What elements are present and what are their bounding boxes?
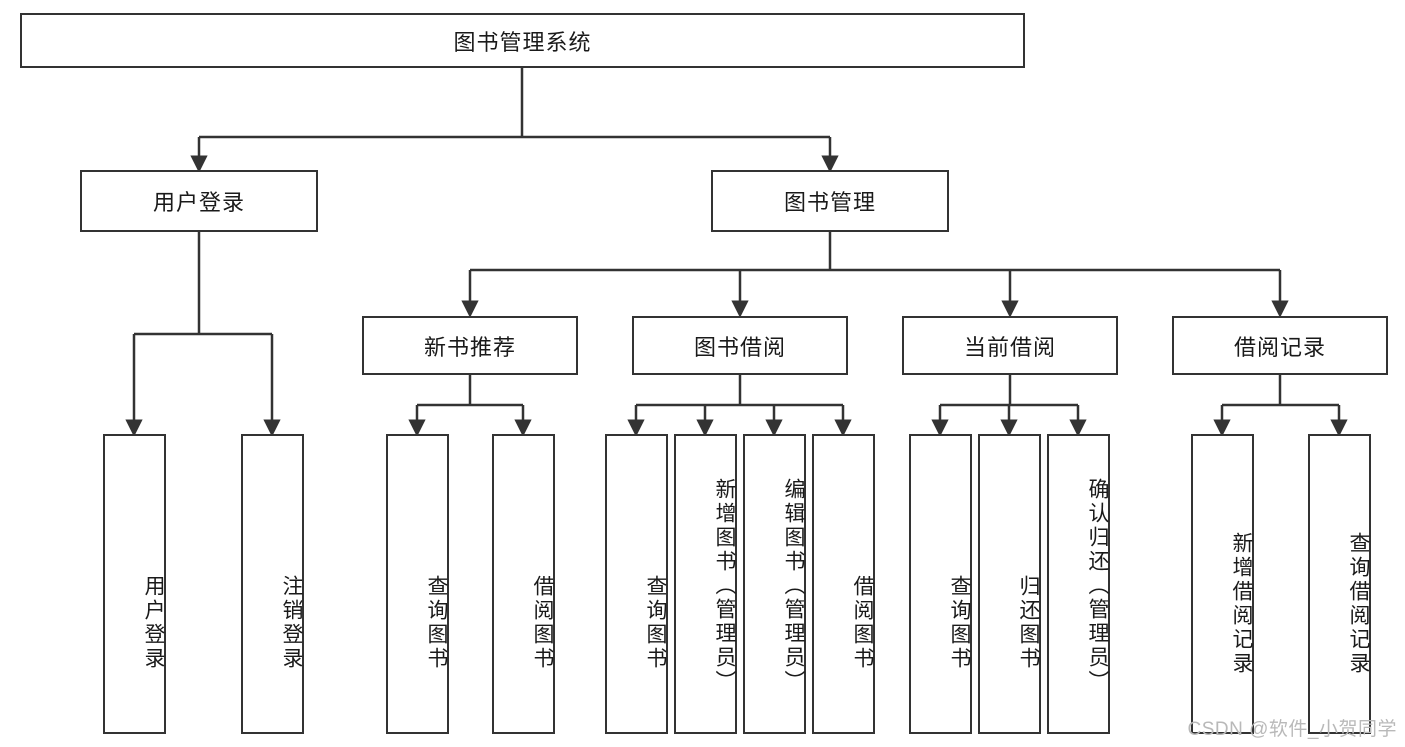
node-label: 借阅图书: [531, 575, 554, 671]
leaf-logout-login[interactable]: 注销登录: [241, 434, 304, 734]
node-label: 注销登录: [280, 575, 303, 671]
node-borrow-record[interactable]: 借阅记录: [1172, 316, 1388, 375]
leaf-borrow-book-recommend[interactable]: 借阅图书: [492, 434, 555, 734]
node-label: 用户登录: [142, 575, 165, 671]
node-label: 新增图书（管理员）: [713, 478, 736, 694]
node-label: 归还图书: [1017, 575, 1040, 671]
leaf-query-borrow-record[interactable]: 查询借阅记录: [1308, 434, 1371, 734]
node-label: 编辑图书（管理员）: [782, 478, 805, 694]
leaf-query-book-recommend[interactable]: 查询图书: [386, 434, 449, 734]
node-label: 确认归还（管理员）: [1086, 478, 1109, 694]
leaf-add-borrow-record[interactable]: 新增借阅记录: [1191, 434, 1254, 734]
node-label: 查询借阅记录: [1347, 532, 1370, 676]
leaf-query-book-borrow[interactable]: 查询图书: [605, 434, 668, 734]
node-book-management[interactable]: 图书管理: [711, 170, 949, 232]
node-label: 图书管理系统: [453, 29, 592, 55]
node-label: 当前借阅: [963, 334, 1056, 360]
node-label: 图书管理: [783, 190, 876, 215]
leaf-confirm-return-admin[interactable]: 确认归还（管理员）: [1047, 434, 1110, 734]
leaf-return-book[interactable]: 归还图书: [978, 434, 1041, 734]
node-label: 查询图书: [948, 575, 971, 671]
node-user-login[interactable]: 用户登录: [80, 170, 318, 232]
node-label: 查询图书: [644, 575, 667, 671]
node-label: 借阅记录: [1233, 334, 1326, 360]
node-current-borrow[interactable]: 当前借阅: [902, 316, 1118, 375]
node-label: 用户登录: [152, 190, 245, 215]
node-label: 查询图书: [425, 575, 448, 671]
node-book-borrow[interactable]: 图书借阅: [632, 316, 848, 375]
leaf-user-login[interactable]: 用户登录: [103, 434, 166, 734]
leaf-borrow-book-borrow[interactable]: 借阅图书: [812, 434, 875, 734]
node-label: 借阅图书: [851, 575, 874, 671]
leaf-query-book-current[interactable]: 查询图书: [909, 434, 972, 734]
node-root-book-management-system[interactable]: 图书管理系统: [20, 13, 1025, 68]
leaf-add-book-admin[interactable]: 新增图书（管理员）: [674, 434, 737, 734]
node-label: 新书推荐: [423, 334, 516, 360]
leaf-edit-book-admin[interactable]: 编辑图书（管理员）: [743, 434, 806, 734]
csdn-watermark: CSDN @软件_小贺同学: [1187, 719, 1397, 740]
node-label: 图书借阅: [693, 334, 786, 360]
node-label: 新增借阅记录: [1230, 532, 1253, 676]
node-new-book-recommend[interactable]: 新书推荐: [362, 316, 578, 375]
